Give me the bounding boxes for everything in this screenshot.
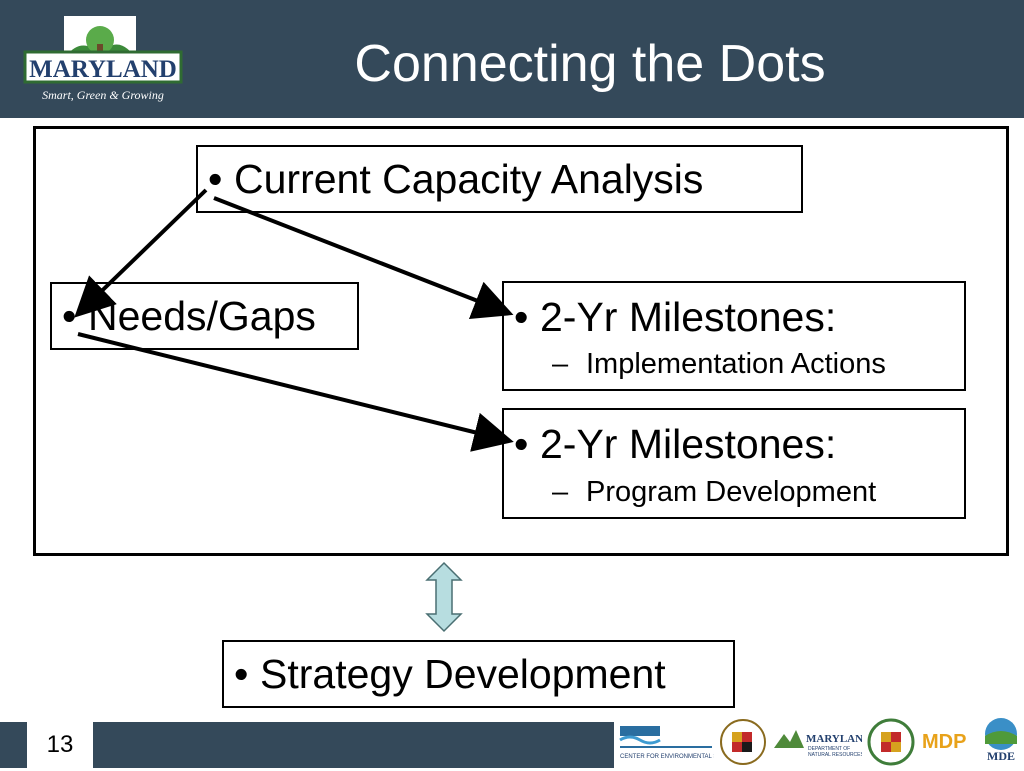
bullet: •: [208, 156, 223, 202]
milestones-heading: 2-Yr Milestones:: [540, 421, 837, 467]
needs-gaps-box: • Needs/Gaps: [50, 282, 359, 350]
needs-gaps-label: Needs/Gaps: [88, 293, 316, 339]
maryland-logo: MARYLAND Smart, Green & Growing: [22, 16, 184, 106]
double-arrow: [425, 561, 463, 633]
slide-title: Connecting the Dots: [354, 35, 826, 93]
strategy-development-label: Strategy Development: [260, 651, 666, 697]
svg-text:Smart, Green & Growing: Smart, Green & Growing: [42, 88, 164, 102]
dash: –: [552, 476, 569, 508]
umd-seal: [718, 714, 768, 766]
bullet: •: [234, 651, 249, 697]
page-number: 13: [27, 722, 93, 768]
milestones-program-box: • 2-Yr Milestones: – Program Development: [502, 408, 966, 519]
bullet: •: [514, 421, 529, 467]
mda-seal: [866, 714, 916, 766]
svg-text:MDP: MDP: [922, 731, 966, 753]
mdp-logo: MDP: [920, 714, 976, 766]
dnr-logo: MARYLAND DEPARTMENT OF NATURAL RESOURCES: [772, 714, 871, 766]
milestones-implementation-box: • 2-Yr Milestones: – Implementation Acti…: [502, 281, 966, 391]
current-capacity-label: Current Capacity Analysis: [234, 156, 704, 202]
bullet: •: [62, 293, 77, 339]
current-capacity-box: • Current Capacity Analysis: [196, 145, 803, 213]
bullet: •: [514, 294, 529, 340]
mde-logo: MDE: [980, 714, 1022, 766]
svg-text:MDE: MDE: [987, 749, 1015, 763]
svg-text:CENTER FOR ENVIRONMENTAL SCIEN: CENTER FOR ENVIRONMENTAL SCIENCE: [620, 754, 714, 760]
svg-text:MARYLAND: MARYLAND: [29, 56, 177, 83]
svg-text:MARYLAND: MARYLAND: [806, 733, 862, 745]
svg-text:DEPARTMENT OF: DEPARTMENT OF: [808, 746, 850, 752]
svg-text:NATURAL RESOURCES: NATURAL RESOURCES: [808, 752, 862, 758]
milestones-heading: 2-Yr Milestones:: [540, 294, 837, 340]
strategy-development-box: • Strategy Development: [222, 640, 735, 708]
milestones-sub-label: Implementation Actions: [586, 348, 886, 380]
dash: –: [552, 348, 569, 380]
footer-logo-strip: [614, 722, 1024, 768]
ces-logo: CENTER FOR ENVIRONMENTAL SCIENCE: [618, 714, 740, 766]
milestones-sub-label: Program Development: [586, 476, 877, 508]
